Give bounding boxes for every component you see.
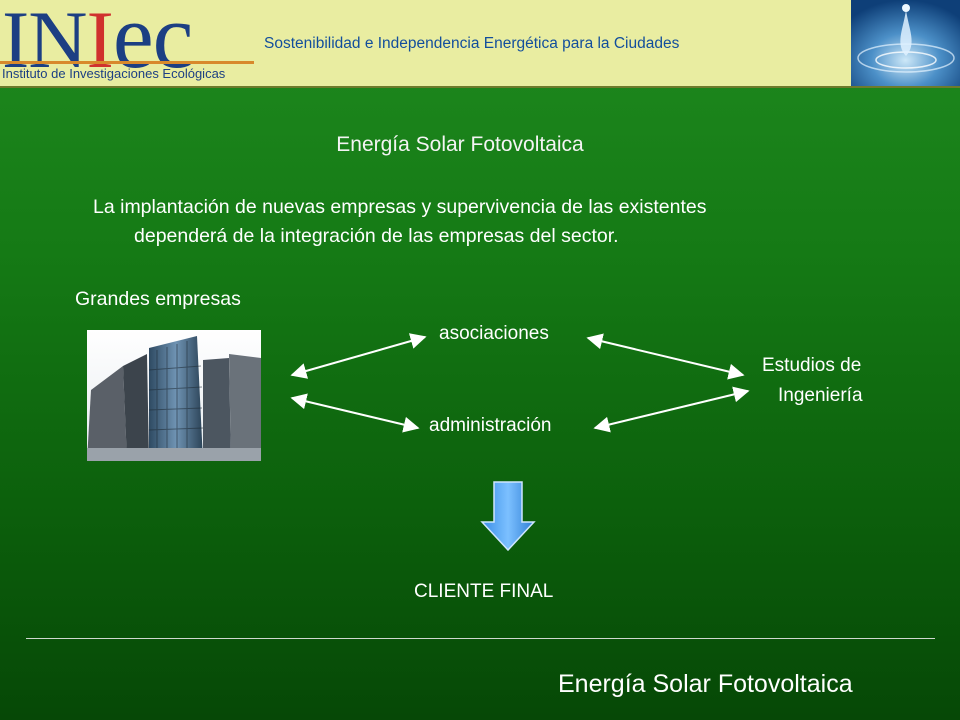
header-divider — [0, 86, 960, 88]
footer-title: Energía Solar Fotovoltaica — [558, 670, 853, 698]
arrow-empresas-administracion — [290, 393, 420, 433]
label-estudios-line-2: Ingeniería — [778, 385, 863, 406]
iniec-logo: INIec Instituto de Investigaciones Ecoló… — [0, 0, 256, 88]
paragraph-line-2: dependerá de la integración de las empre… — [134, 225, 619, 247]
water-drop-image — [851, 0, 960, 86]
office-building-image — [87, 330, 261, 461]
paragraph-line-1: La implantación de nuevas empresas y sup… — [93, 196, 707, 218]
slide-title: Energía Solar Fotovoltaica — [336, 133, 584, 156]
label-grandes-empresas: Grandes empresas — [75, 288, 241, 310]
arrow-asociaciones-estudios — [586, 333, 745, 380]
footer-divider — [26, 638, 935, 639]
header-tagline: Sostenibilidad e Independencia Energétic… — [264, 35, 680, 52]
logo-subtitle: Instituto de Investigaciones Ecológicas — [2, 66, 226, 81]
arrow-administracion-estudios — [593, 386, 750, 433]
down-arrow-icon — [480, 481, 536, 552]
logo-letters: INIec — [2, 0, 194, 87]
logo-rule — [0, 61, 254, 64]
header-bar: INIec Instituto de Investigaciones Ecoló… — [0, 0, 960, 88]
label-cliente-final: CLIENTE FINAL — [414, 581, 554, 602]
arrow-empresas-asociaciones — [290, 333, 427, 379]
label-administracion: administración — [429, 415, 552, 436]
label-asociaciones: asociaciones — [439, 323, 549, 344]
label-estudios-line-1: Estudios de — [762, 355, 862, 376]
